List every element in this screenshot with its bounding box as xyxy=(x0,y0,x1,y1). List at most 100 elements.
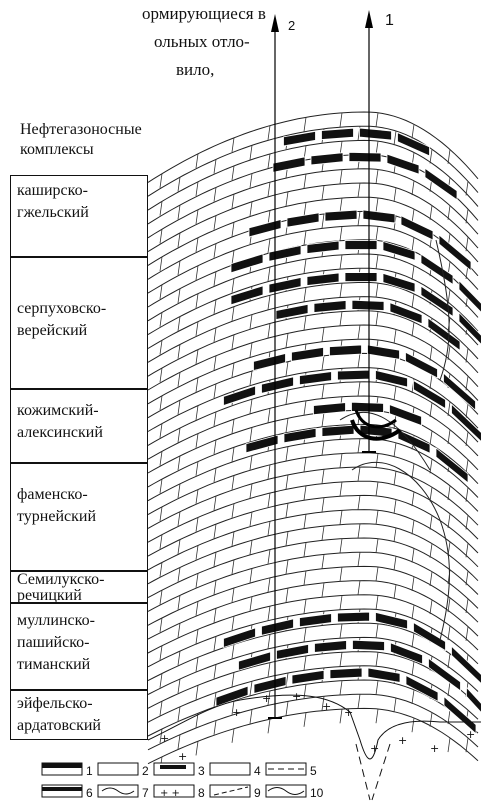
legend-label-8: 8 xyxy=(198,786,205,800)
lithology-tick xyxy=(466,209,468,223)
lithology-tick xyxy=(394,528,396,542)
lithology-tick xyxy=(358,211,360,225)
lithology-tick xyxy=(178,317,180,331)
lithology-tick xyxy=(304,259,306,273)
reservoir-lens xyxy=(300,372,332,385)
lithology-tick xyxy=(466,627,468,641)
lithology-tick xyxy=(178,261,180,275)
lithology-tick xyxy=(358,183,360,197)
lithology-tick xyxy=(358,382,360,396)
lithology-tick xyxy=(268,267,270,281)
complex-box-mullinsko-pashiysko-timansky: муллинско- пашийско- тиманский xyxy=(10,603,148,690)
lithology-tick xyxy=(394,698,396,712)
basement-cross: + xyxy=(344,706,353,719)
lithology-tick xyxy=(448,514,450,528)
lithology-tick xyxy=(214,159,216,173)
lithology-tick xyxy=(412,577,414,591)
reservoir-lens xyxy=(353,640,385,650)
basement-cross: + xyxy=(370,742,379,755)
lithology-tick xyxy=(232,250,234,264)
lithology-tick xyxy=(376,113,378,127)
lithology-tick xyxy=(322,384,324,398)
lithology-tick xyxy=(358,353,360,367)
lithology-tick xyxy=(160,201,162,215)
lithology-tick xyxy=(340,113,342,127)
lithology-tick xyxy=(160,174,162,188)
lithology-tick xyxy=(448,150,450,164)
lithology-tick xyxy=(196,154,198,168)
reservoir-lens xyxy=(322,128,354,139)
lithology-tick xyxy=(322,526,324,540)
lithology-tick xyxy=(214,468,216,482)
lithology-tick xyxy=(286,503,288,517)
lithology-tick xyxy=(178,679,180,693)
lithology-tick xyxy=(358,325,360,339)
lithology-tick xyxy=(178,540,180,554)
lithology-tick xyxy=(196,573,198,587)
reservoir-lens xyxy=(338,370,370,380)
lithology-tick xyxy=(466,571,468,585)
lithology-tick xyxy=(304,174,306,188)
lithology-tick xyxy=(196,601,198,615)
lithology-tick xyxy=(268,493,270,507)
lithology-tick xyxy=(394,188,396,202)
lithology-tick xyxy=(376,595,378,609)
lithology-tick xyxy=(160,229,162,243)
well-2-label: 2 xyxy=(288,18,295,33)
lithology-tick xyxy=(304,457,306,471)
lithology-tick xyxy=(196,741,198,755)
reservoir-lens xyxy=(387,154,419,174)
lithology-tick xyxy=(430,459,432,473)
lithology-tick xyxy=(268,182,270,196)
lithology-tick xyxy=(214,496,216,510)
lithology-tick xyxy=(232,447,234,461)
lithology-tick xyxy=(268,239,270,253)
lithology-tick xyxy=(250,597,252,611)
legend: + + xyxy=(42,763,306,799)
lithology-tick xyxy=(340,482,342,496)
lithology-tick xyxy=(448,682,450,696)
lithology-tick xyxy=(196,266,198,280)
basement-cross: + xyxy=(262,692,271,705)
lithology-tick xyxy=(376,681,378,695)
lithology-tick xyxy=(232,419,234,433)
lithology-tick xyxy=(412,661,414,675)
lithology-tick xyxy=(214,187,216,201)
lithology-tick xyxy=(160,285,162,299)
lithology-tick xyxy=(394,358,396,372)
lithology-tick xyxy=(286,475,288,489)
lithology-tick xyxy=(304,316,306,330)
reservoir-lens xyxy=(273,157,305,172)
lithology-tick xyxy=(394,329,396,343)
reservoir-lens xyxy=(224,628,256,648)
lithology-tick xyxy=(232,222,234,236)
lithology-tick xyxy=(196,406,198,420)
lithology-tick xyxy=(322,327,324,341)
reservoir-lens xyxy=(284,131,316,146)
lithology-tick xyxy=(196,545,198,559)
basement-cross: + xyxy=(160,732,169,745)
lithology-tick xyxy=(160,590,162,604)
lithology-tick xyxy=(304,514,306,528)
lithology-tick xyxy=(304,684,306,698)
lithology-tick xyxy=(304,628,306,642)
legend-swatch-fill xyxy=(42,763,82,768)
legend-swatch xyxy=(210,763,250,775)
lithology-tick xyxy=(466,404,468,418)
lithology-tick xyxy=(412,294,414,308)
lithology-tick xyxy=(160,368,162,382)
lithology-tick xyxy=(394,443,396,457)
lithology-tick xyxy=(178,735,180,749)
lithology-tick xyxy=(178,400,180,414)
lithology-tick xyxy=(214,440,216,454)
lithology-tick xyxy=(448,206,450,220)
reservoir-lens xyxy=(363,210,395,223)
lithology-tick xyxy=(214,272,216,286)
basement-cross: + xyxy=(466,728,475,741)
legend-swatch-cross: + + xyxy=(160,788,180,799)
lithology-tick xyxy=(448,598,450,612)
lithology-tick xyxy=(448,738,450,752)
complex-box-kozhimsky-aleksinsky: кожимский- алексинский xyxy=(10,389,148,463)
lithology-tick xyxy=(358,552,360,566)
legend-label-4: 4 xyxy=(254,764,261,778)
